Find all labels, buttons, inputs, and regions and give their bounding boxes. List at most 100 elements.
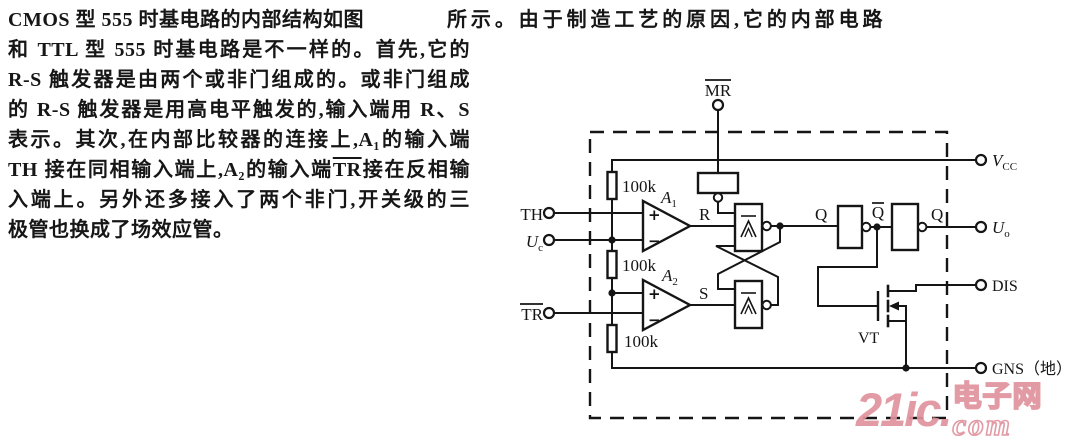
terminal-mr — [711, 98, 725, 112]
terminal-vcc — [974, 153, 988, 167]
resistor-r1-label: 100k — [622, 177, 657, 196]
wire-mosfet-source — [887, 320, 907, 369]
mosfet-vt: VT — [858, 284, 899, 347]
signal-label-qbar: Q — [872, 203, 884, 222]
nor-gate-1-wedge-outer — [740, 219, 757, 238]
terminal-dis — [974, 278, 988, 292]
text-right-line-1: 所示。由于制造工艺的原因,它的内部电路 — [447, 9, 883, 31]
circuit-diagram-svg: 100k 100k 100k + − A1 + − A2 — [520, 79, 1070, 420]
text-line-7: 入端上。另外还多接入了两个非门,开关级的三 — [8, 189, 470, 211]
mr-buffer-box — [696, 171, 740, 195]
signal-labels: R S Q Q Q — [699, 202, 943, 303]
terminal-gns — [974, 361, 988, 375]
mr-buffer-bubble — [712, 192, 724, 203]
terminal-label-gns: GNS（地） — [992, 360, 1070, 378]
resistor-r2 — [606, 249, 618, 280]
junction-dot-a2-ref — [608, 289, 616, 297]
junction-dot-source-gnd — [902, 364, 910, 372]
signal-label-r: R — [699, 205, 711, 224]
wire-mosfet-drain-dis — [887, 284, 977, 292]
junction-dots — [608, 222, 910, 372]
terminal-label-mr: MR — [705, 81, 732, 100]
comparator-a2-label: A2 — [661, 266, 678, 288]
resistor-r1 — [606, 170, 618, 201]
inverter-1-box — [836, 204, 864, 250]
nor-gate-2-bubble — [761, 299, 772, 311]
signal-label-q2: Q — [931, 205, 943, 224]
terminal-label-th: TH — [520, 205, 543, 224]
nor-gate-1-bubble — [761, 220, 772, 232]
terminals — [542, 98, 988, 375]
resistor-r3-label: 100k — [624, 332, 659, 351]
resistor-divider: 100k 100k 100k — [606, 170, 659, 354]
junction-dot-uc-ref — [608, 236, 616, 244]
inverter-2-box — [890, 202, 920, 252]
comparator-a2-triangle — [641, 278, 693, 332]
terminal-label-dis: DIS — [992, 278, 1018, 295]
terminal-tr — [542, 306, 556, 320]
comparator-a2: + − A2 — [641, 266, 693, 332]
junction-dot-q — [776, 222, 784, 230]
inverter-2-bubble — [917, 221, 928, 233]
text-line-8: 极管也换成了场效应管。 — [8, 219, 234, 241]
comparator-a1-label-base: A — [660, 188, 672, 207]
mosfet-vt-label: VT — [858, 330, 880, 347]
terminal-label-uo-sub: o — [1004, 228, 1010, 240]
terminal-label-vcc-base: V — [992, 151, 1005, 170]
comparator-a2-minus-sign: − — [648, 311, 661, 329]
terminal-label-uc-base: U — [526, 232, 540, 251]
inverter-1-bubble — [861, 221, 872, 233]
nor-gate-1-box — [733, 202, 764, 253]
text-line-2: 和 TTL 型 555 时基电路是不一样的。首先,它的 — [8, 39, 470, 61]
nor-gate-2-wedge-inner — [744, 303, 753, 315]
terminal-label-vcc: VCC — [992, 151, 1017, 173]
terminal-uc — [542, 233, 556, 247]
wire-cross-nor2-to-nor1 — [715, 245, 779, 306]
signal-label-s: S — [699, 284, 708, 303]
text-line-6: TH 接在同相输入端上,A₂的输入端TR接在反相输 — [8, 155, 470, 185]
terminal-label-uo: Uo — [992, 218, 1010, 240]
wire-mr-buffer-out — [717, 200, 736, 214]
wire-cross-nor1-to-nor2 — [717, 225, 781, 290]
comparator-a2-label-sub: 2 — [672, 276, 678, 288]
nor-gate-2-wedge-outer — [740, 296, 757, 315]
text-line-3: R-S 触发器是由两个或非门组成的。或非门组成 — [8, 69, 470, 91]
terminal-th — [542, 206, 556, 220]
nor-gate-1 — [733, 202, 772, 253]
terminal-label-uc: Uc — [526, 232, 543, 254]
text-line-4: 的 R-S 触发器是用高电平触发的,输入端用 R、S — [8, 99, 470, 121]
terminal-label-tr: TR — [521, 305, 543, 324]
comparator-a1-minus-sign: − — [648, 232, 661, 250]
comparator-a1: + − A1 — [641, 188, 693, 253]
mr-buffer — [696, 171, 740, 203]
junction-dot-qbar — [873, 223, 881, 231]
mosfet-arrow — [889, 301, 899, 311]
text-line-5: 表示。其次,在内部比较器的连接上,A₁的输入端 — [8, 129, 470, 151]
comparator-a2-label-base: A — [661, 266, 673, 285]
terminal-label-uc-sub: c — [538, 242, 543, 254]
comparator-a1-label: A1 — [660, 188, 677, 210]
comparator-a1-plus-sign: + — [648, 206, 661, 224]
comparator-a1-label-sub: 1 — [671, 198, 677, 210]
text-line-6-post: 接在反相输 — [361, 159, 470, 181]
comparator-a1-triangle — [641, 199, 693, 253]
resistor-r3 — [606, 323, 618, 354]
inverter-2 — [890, 202, 928, 252]
terminal-label-vcc-sub: CC — [1002, 161, 1017, 173]
wire-mosfet-gate — [817, 226, 879, 307]
ic-boundary-dashed-box — [588, 130, 949, 420]
article-right-column: 所示。由于制造工艺的原因,它的内部电路 — [447, 5, 883, 35]
text-line-1: CMOS 型 555 时基电路的内部结构如图 — [8, 9, 364, 31]
text-line-6-pre: TH 接在同相输入端上,A₂的输入端 — [8, 159, 333, 181]
article-left-column: CMOS 型 555 时基电路的内部结构如图 和 TTL 型 555 时基电路是… — [8, 5, 470, 245]
comparator-a2-plus-sign: + — [648, 285, 661, 303]
terminal-labels: TH Uc TR MR VCC Uo DIS GNS（地） — [520, 79, 1070, 378]
terminal-uo — [974, 220, 988, 234]
terminal-label-uo-base: U — [992, 218, 1006, 237]
signal-label-q1: Q — [815, 205, 827, 224]
nor-gate-1-wedge-inner — [744, 226, 753, 238]
inverter-1 — [836, 204, 872, 250]
nor-gate-2 — [733, 279, 772, 330]
resistor-r2-label: 100k — [622, 256, 657, 275]
